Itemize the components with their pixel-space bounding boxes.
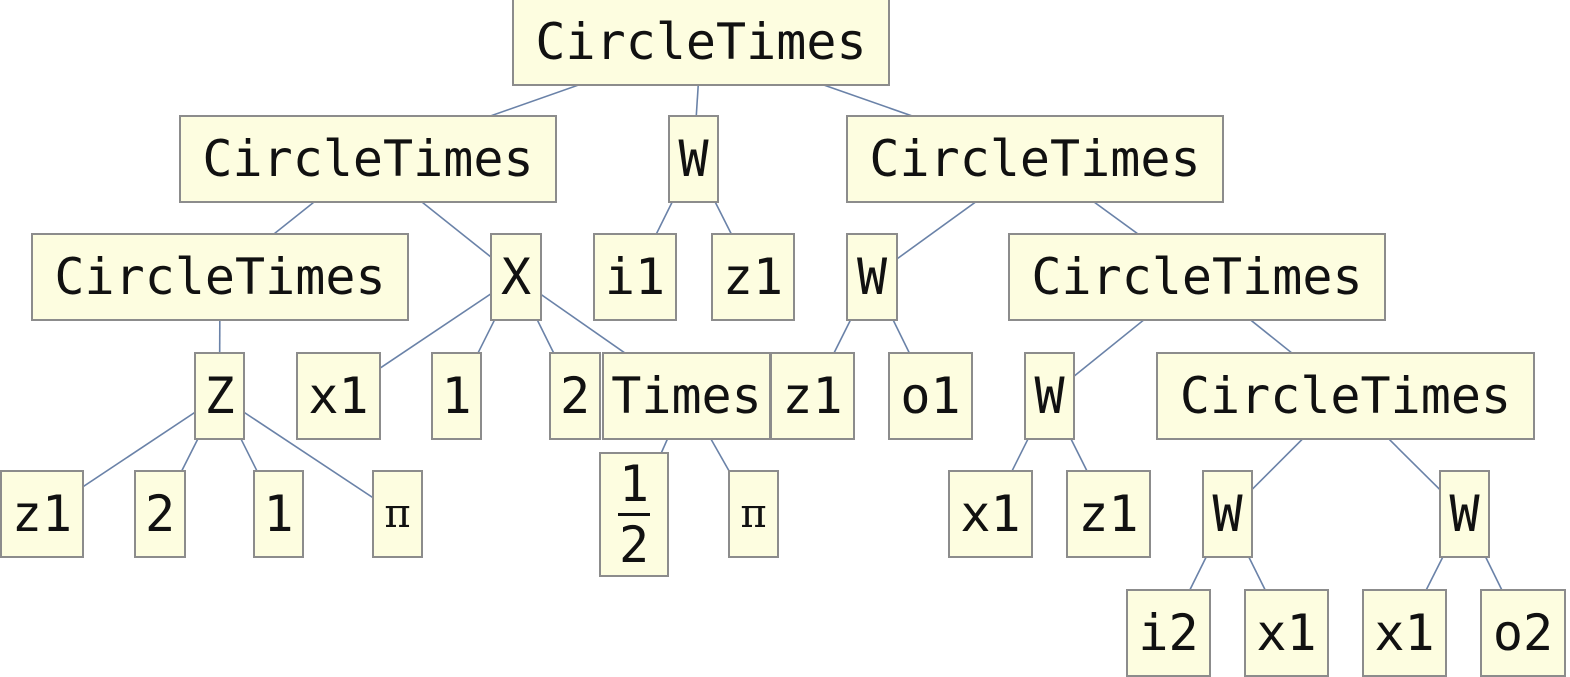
tree-edge	[219, 395, 398, 515]
tree-node-2: 2	[134, 470, 186, 558]
fraction-numerator: 1	[618, 455, 650, 513]
tree-node-z1: z1	[711, 233, 795, 321]
tree-node-w: W	[1202, 470, 1253, 558]
tree-node-circletimes: CircleTimes	[1156, 352, 1535, 440]
tree-node-times: Times	[602, 352, 771, 440]
tree-node-circletimes-root: CircleTimes	[512, 0, 890, 86]
tree-node-2: 2	[549, 352, 601, 440]
tree-node-z1: z1	[770, 352, 855, 440]
tree-node-circletimes: CircleTimes	[1008, 233, 1386, 321]
fraction-denominator: 2	[618, 516, 650, 574]
tree-node-circletimes: CircleTimes	[31, 233, 409, 321]
tree-node-1: 1	[431, 352, 482, 440]
tree-node-w: W	[846, 233, 898, 321]
tree-node-fraction-one-half: 1 2	[599, 452, 669, 577]
tree-node-w: W	[1439, 470, 1490, 558]
tree-node-x1: x1	[1362, 589, 1447, 677]
tree-node-pi: π	[372, 470, 423, 558]
tree-node-z: Z	[194, 352, 245, 440]
tree-node-z1: z1	[1066, 470, 1151, 558]
tree-node-o1: o1	[888, 352, 973, 440]
tree-node-o2: o2	[1480, 589, 1566, 677]
tree-node-i2: i2	[1126, 589, 1211, 677]
tree-node-w: W	[1024, 352, 1075, 440]
fraction: 1 2	[618, 459, 650, 570]
tree-node-circletimes: CircleTimes	[179, 115, 557, 203]
tree-node-pi: π	[728, 470, 779, 558]
tree-node-x1: x1	[948, 470, 1033, 558]
tree-node-circletimes: CircleTimes	[846, 115, 1224, 203]
tree-node-x1: x1	[296, 352, 381, 440]
tree-node-x1: x1	[1244, 589, 1329, 677]
fraction-bar	[618, 513, 650, 516]
tree-node-1: 1	[253, 470, 304, 558]
tree-node-z1: z1	[0, 470, 84, 558]
tree-node-w: W	[668, 115, 719, 203]
tree-node-i1: i1	[593, 233, 677, 321]
tree-node-x: X	[490, 233, 542, 321]
